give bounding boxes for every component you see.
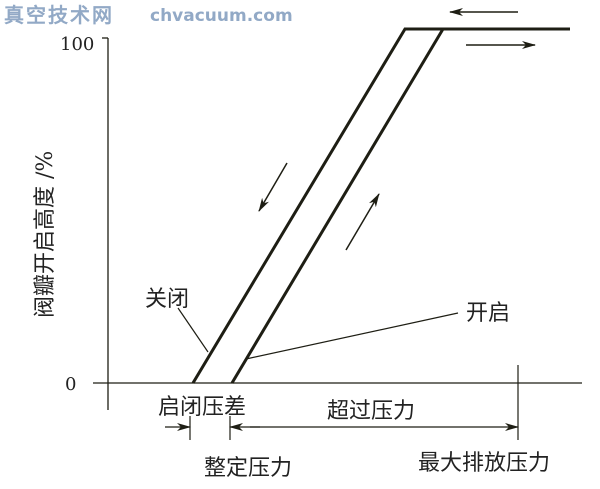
arrow-up-icon bbox=[345, 193, 380, 251]
closing-leader bbox=[177, 307, 209, 353]
y-tick-label-100: 100 bbox=[60, 34, 94, 55]
closing-label: 关闭 bbox=[145, 287, 189, 312]
max-relief-pressure-label: 最大排放压力 bbox=[418, 451, 550, 476]
overpressure-label: 超过压力 bbox=[327, 399, 415, 424]
watermark-cn: 真空技术网 bbox=[4, 3, 114, 27]
opening-label: 开启 bbox=[466, 301, 510, 326]
closing-curve bbox=[191, 27, 570, 384]
y-axis-label: 阀瓣开启高度 /% bbox=[33, 151, 58, 318]
opening-curve bbox=[230, 28, 445, 384]
arrow-down-icon bbox=[258, 162, 288, 212]
y-tick-label-0: 0 bbox=[65, 374, 76, 395]
blowdown-label: 启闭压差 bbox=[158, 395, 246, 420]
watermark-url: chvacuum.com bbox=[150, 6, 293, 26]
opening-leader bbox=[245, 312, 459, 360]
set-pressure-label: 整定压力 bbox=[204, 456, 292, 481]
